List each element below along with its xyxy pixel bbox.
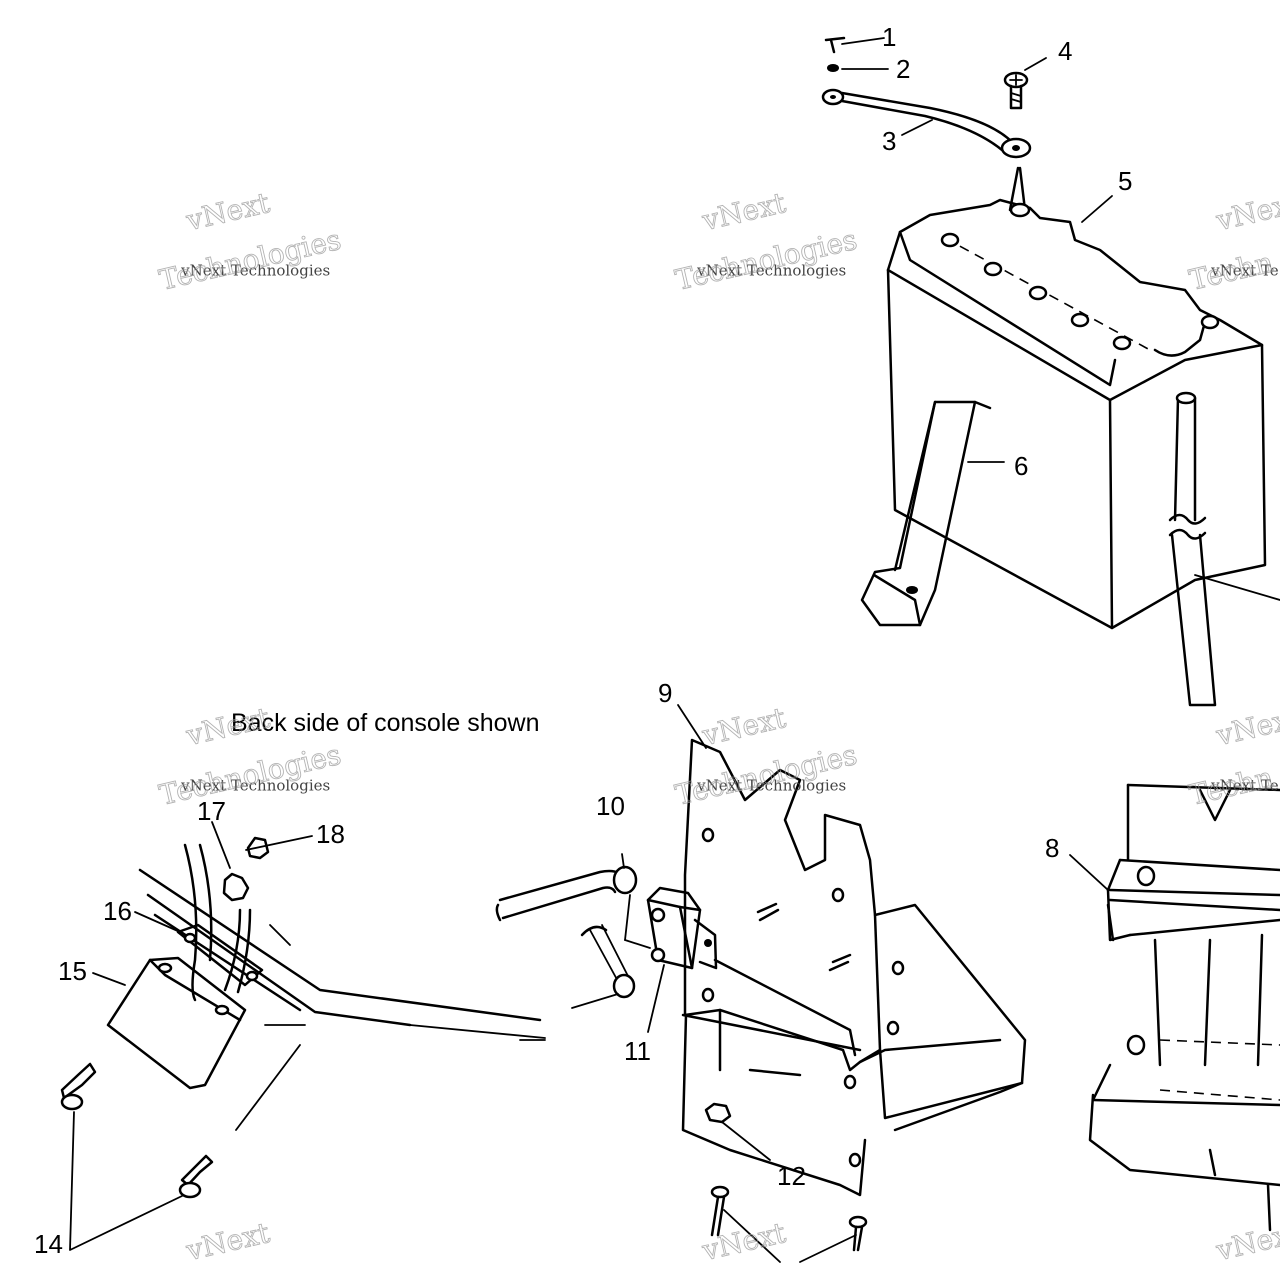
callout-8: 8	[1045, 833, 1059, 863]
watermark-8: vNext vNext Technologies	[698, 1216, 790, 1268]
washer-part-2	[827, 64, 839, 72]
watermark-3-line2: vNext Te	[1210, 261, 1279, 279]
strap-part-6	[860, 400, 992, 627]
battery-box-part-8	[1069, 783, 1280, 1232]
watermark-1: vNext vNext Technologies Technologies	[156, 186, 345, 298]
callout-14: 14	[34, 1229, 63, 1259]
battery-part-5	[886, 166, 1267, 630]
watermark-5-line1: vNext	[698, 701, 789, 752]
watermark-6: vNext vNext Te Techn	[1186, 701, 1280, 813]
callout-15: 15	[58, 956, 87, 986]
watermark-4-line2: vNext Technologies	[180, 776, 330, 794]
fasteners-bottom	[710, 1185, 868, 1263]
screws-part-14	[60, 1062, 214, 1251]
callout-16: 16	[103, 896, 132, 926]
bolt-part-4	[1003, 71, 1029, 110]
callout-3: 3	[882, 126, 896, 156]
vent-tube	[1168, 391, 1280, 707]
console-wiring	[138, 843, 546, 1131]
watermark-1-line2: vNext Technologies	[180, 261, 330, 279]
callout-2: 2	[896, 54, 910, 84]
watermark-8-line1: vNext	[698, 1216, 789, 1267]
callout-17: 17	[197, 796, 226, 826]
watermark-4-line3: Technologies	[156, 738, 344, 812]
callout-6: 6	[1014, 451, 1028, 481]
callout-18: 18	[316, 819, 345, 849]
callout-1: 1	[882, 22, 896, 52]
regulator-part-15	[106, 956, 247, 1090]
lockwasher-part-17	[222, 872, 250, 902]
callout-12: 12	[777, 1161, 806, 1191]
watermark-6-line2: vNext Te	[1210, 776, 1279, 794]
watermark-3-line3: Techn	[1186, 246, 1276, 297]
screw-part-1	[824, 36, 846, 54]
watermark-5-line3: Technologies	[672, 738, 860, 812]
callout-5: 5	[1118, 166, 1132, 196]
nut-part-12	[704, 1102, 771, 1161]
cable-part-10	[495, 853, 651, 1009]
watermark-2-line1: vNext	[698, 186, 789, 237]
watermark-6-line3: Techn	[1186, 761, 1276, 812]
callout-9: 9	[658, 678, 672, 708]
watermark-1-line3: Technologies	[156, 223, 344, 297]
watermark-7-line1: vNext	[182, 1216, 273, 1267]
callout-11: 11	[624, 1036, 651, 1066]
watermark-6-line1: vNext	[1212, 701, 1280, 752]
watermark-9-line1: vNext	[1212, 1216, 1280, 1267]
watermark-7: vNext vNext Technologies	[182, 1216, 274, 1268]
callout-10: 10	[596, 791, 625, 821]
watermark-3-line1: vNext	[1212, 186, 1280, 237]
callout-4: 4	[1058, 36, 1072, 66]
solenoid-part-11	[646, 886, 718, 1033]
nut-part-18	[246, 836, 270, 860]
watermark-2-line2: vNext Technologies	[696, 261, 846, 279]
watermark-2: vNext vNext Technologies Technologies	[672, 186, 861, 298]
bracket-part-9	[681, 738, 1027, 1197]
watermark-5-line2: vNext Technologies	[696, 776, 846, 794]
battery-cable-part-3	[821, 88, 1032, 159]
watermark-3: vNext vNext Te Techn	[1186, 186, 1280, 298]
watermark-9: vNext vNext Te	[1212, 1216, 1280, 1268]
watermark-1-line1: vNext	[182, 186, 273, 237]
view-caption: Back side of console shown	[231, 709, 540, 737]
watermark-2-line3: Technologies	[672, 223, 860, 297]
watermark-4-line1: vNext	[182, 701, 273, 752]
bracket-part-16	[176, 923, 264, 987]
